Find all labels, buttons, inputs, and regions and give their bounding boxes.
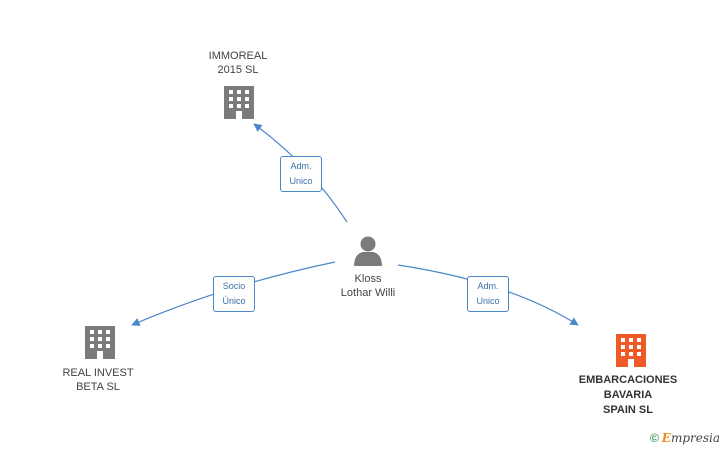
company-name-line: BAVARIA <box>603 389 653 401</box>
brand-text: mpresia <box>670 431 720 445</box>
edge-label-line: Unico <box>289 176 313 186</box>
node-label-person[interactable]: Kloss Lothar Willi <box>341 272 395 300</box>
edge-label-line: Único <box>222 296 246 306</box>
person-icon[interactable] <box>354 236 382 267</box>
edge-label-line: Socio <box>222 281 246 291</box>
company-name-line: IMMOREAL <box>208 50 268 62</box>
empresia-watermark: ©Empresia <box>650 431 720 445</box>
edge-label-to-immoreal: Adm. Unico <box>280 156 322 192</box>
building-icon[interactable] <box>85 326 115 359</box>
person-name-line: Kloss <box>354 273 382 285</box>
edge-label-line: Adm. <box>290 161 312 171</box>
company-name-line: EMBARCACIONES <box>578 374 678 386</box>
node-label-immoreal[interactable]: IMMOREAL 2015 SL <box>209 49 268 77</box>
node-label-real-invest[interactable]: REAL INVEST BETA SL <box>62 366 133 394</box>
brand-initial: E <box>661 431 671 445</box>
company-name-line: SPAIN SL <box>603 404 653 416</box>
company-name-line: 2015 SL <box>217 64 259 76</box>
person-name-line: Lothar Willi <box>340 287 396 299</box>
building-icon[interactable] <box>616 334 646 367</box>
building-icon[interactable] <box>224 86 254 119</box>
edge-label-to-real-invest: Socio Único <box>213 276 255 312</box>
copyright-symbol: © <box>649 431 659 445</box>
edge-label-line: Adm. <box>477 281 499 291</box>
company-name-line: BETA SL <box>76 381 120 393</box>
brand-logo: Empresia <box>662 431 720 445</box>
company-name-line: REAL INVEST <box>62 367 134 379</box>
edge-label-to-embarcaciones: Adm. Unico <box>467 276 509 312</box>
node-label-embarcaciones[interactable]: EMBARCACIONES BAVARIA SPAIN SL <box>579 373 677 418</box>
edge-label-line: Unico <box>476 296 500 306</box>
